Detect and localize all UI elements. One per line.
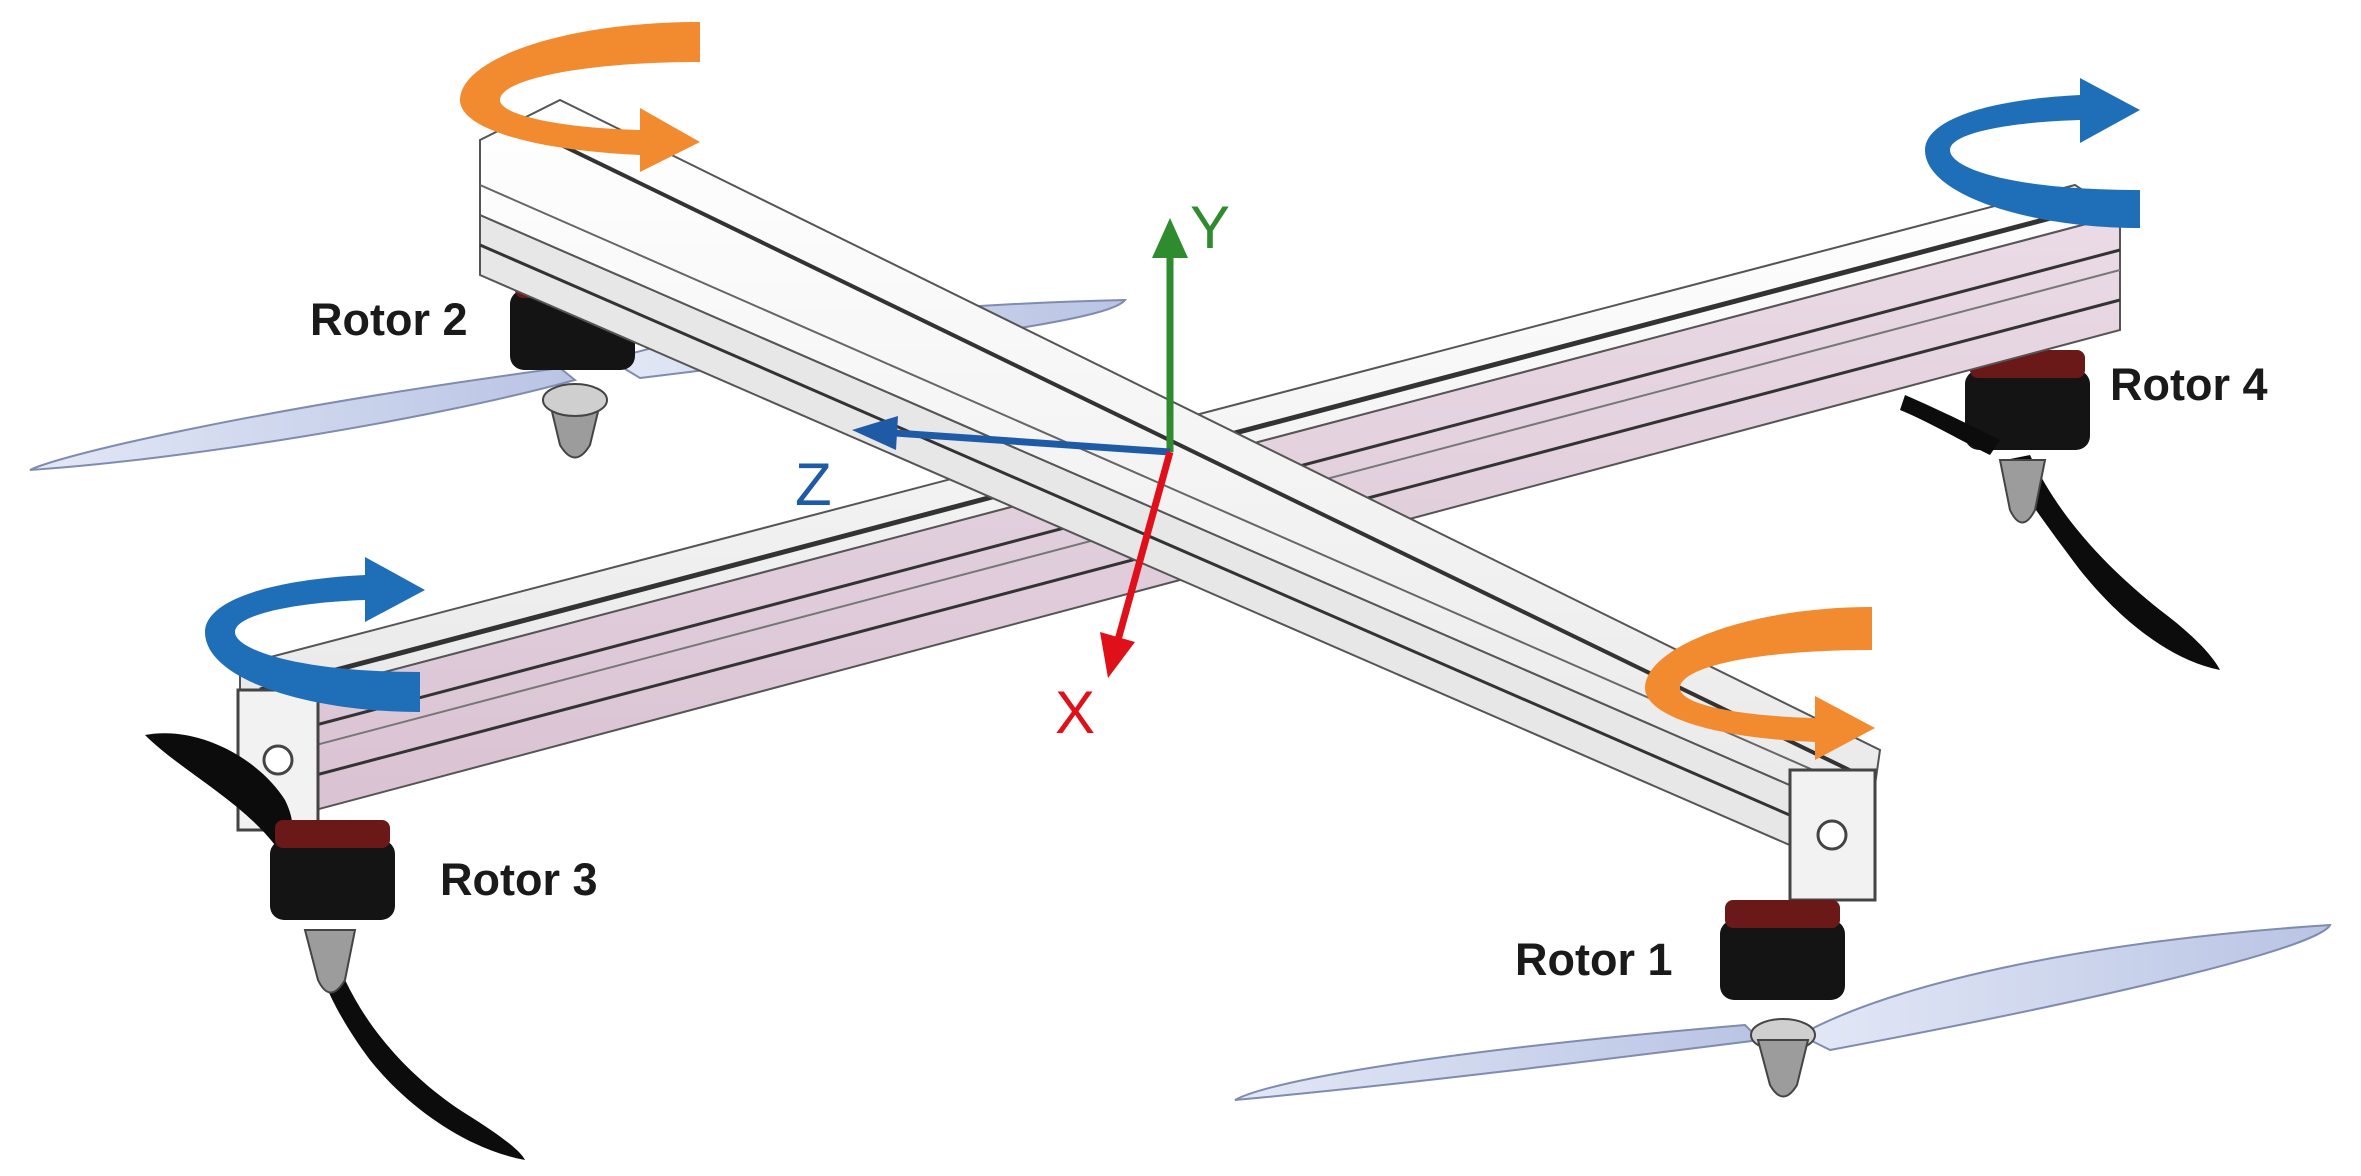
rotor-1-label: Rotor 1 [1515,934,1673,985]
rotor-1-motor-ring [1725,900,1840,928]
coordinate-axes [852,218,1188,678]
arm-rotor2-rotor1 [479,98,1882,902]
rotor-1-propeller-blade [1234,1023,1763,1101]
rotor-1-propeller-blade [1797,923,2332,1052]
y-axis-arrowhead [1152,218,1188,258]
rotor-1-assembly [1234,900,2332,1101]
x-axis-label: X [1055,679,1095,746]
curved-arrow-blue [1925,78,2140,228]
rotor-3-label: Rotor 3 [440,854,598,905]
y-axis-label: Y [1190,194,1230,261]
z-axis-arrowhead [852,416,898,450]
rail-groove [479,243,1871,852]
rotor-2-label: Rotor 2 [310,294,468,345]
rotor-4-assembly [1900,350,2220,670]
rotor-3-motor-ring [275,820,390,848]
rail-groove [519,123,1871,782]
rotor-3-spinner [303,929,357,994]
rotor-3-rotation-arrow [205,557,425,712]
curved-arrow-orange [1645,607,1875,760]
rotor-4-propeller-blade [2005,455,2220,670]
rotor-4-propeller-blade [1900,395,2000,455]
rotor-1-motor [1720,920,1845,1000]
rotor-3-assembly [145,733,525,1160]
rotor-4-label: Rotor 4 [2110,359,2268,410]
z-axis-arrow [894,429,1171,456]
rotor-4-rotation-arrow [1925,78,2140,228]
curved-arrow-blue [205,557,425,712]
rotor-3-motor [270,840,395,920]
rotor-2-propeller-blade [29,366,578,471]
z-axis-label: Z [795,451,832,518]
rotor-1-rotation-arrow [1645,607,1875,760]
rail-end-hole [262,744,294,776]
curved-arrow-orange [460,22,700,172]
x-axis-arrowhead [1100,632,1135,678]
x-axis-arrow [1114,451,1174,641]
rotor-2-rotation-arrow [460,22,700,172]
rotor-4-motor [1965,370,2090,450]
rail-end-hole [1816,819,1848,851]
rotor-2-hub [542,383,608,417]
rotor-4-spinner [1998,459,2047,524]
rotor-3-propeller-blade [145,733,293,846]
rotor-1-spinner [1756,1039,1810,1098]
rail-groove [479,184,1871,796]
